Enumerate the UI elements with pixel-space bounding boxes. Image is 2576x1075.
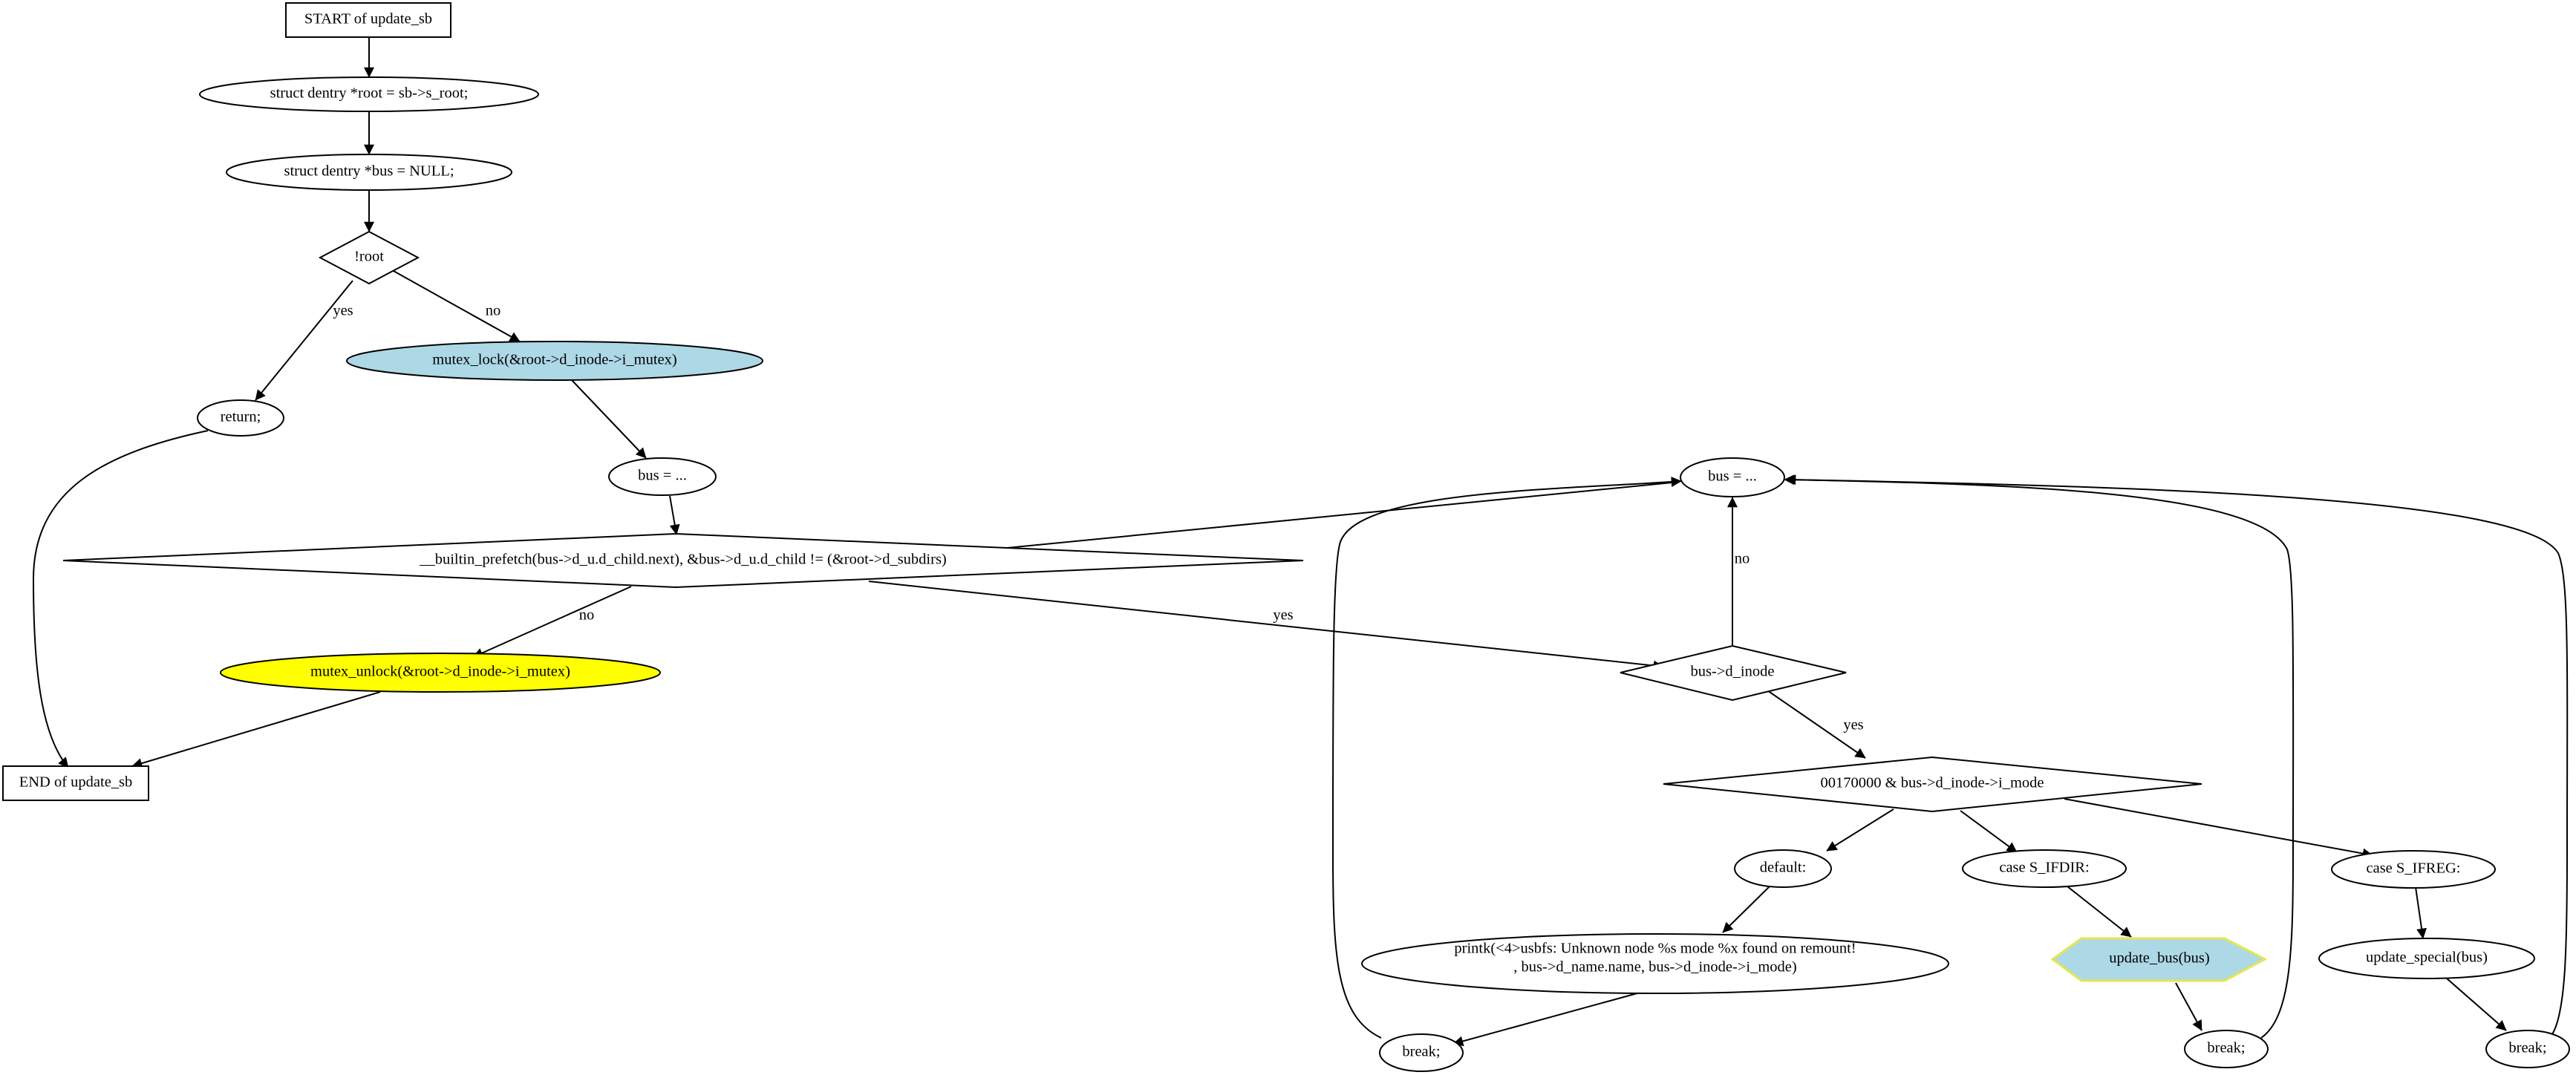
node-case-ifdir: case S_IFDIR: (1962, 849, 2127, 888)
node-update-bus: update_bus(bus) (2050, 937, 2268, 982)
node-printk-line2: , bus->d_name.name, bus->d_inode->i_mode… (1513, 959, 1796, 976)
node-case-ifdir-label: case S_IFDIR: (1999, 860, 2089, 876)
edge-mutex-lock-to-bus-assign (571, 379, 647, 459)
edge-ifreg-to-update-special (2415, 886, 2427, 939)
node-mutex-lock-label: mutex_lock(&root->d_inode->i_mutex) (432, 352, 676, 368)
node-default: default: (1734, 849, 1832, 888)
edge-label-loop-no: no (579, 607, 595, 624)
node-not-root-label: !root (354, 249, 384, 265)
node-loop-condition-label: __builtin_prefetch(bus->d_u.d_child.next… (419, 552, 947, 568)
node-return: return; (197, 399, 284, 437)
node-break-1-label: break; (1402, 1044, 1440, 1060)
node-bus-inode-label: bus->d_inode (1691, 664, 1775, 680)
edge-switch-to-default (1826, 808, 1894, 852)
node-root-assign-label: struct dentry *root = sb->s_root; (270, 85, 469, 102)
node-bus-inode-decision: bus->d_inode (1620, 644, 1847, 702)
node-printk: printk(<4>usbfs: Unknown node %s mode %x… (1361, 933, 1949, 994)
node-end: END of update_sb (2, 765, 149, 801)
node-root-assign: struct dentry *root = sb->s_root; (199, 76, 539, 112)
edge-ifdir-to-update-bus (2067, 886, 2132, 938)
edge-not-root-no (393, 270, 521, 342)
node-break-1: break; (1379, 1033, 1464, 1072)
node-bus-assign-1: bus = ... (608, 457, 717, 496)
edge-return-to-end (32, 430, 209, 768)
edge-break1-to-bus-assign2 (1331, 476, 1682, 1039)
edge-label-root-no: no (486, 303, 501, 319)
edge-default-to-printk (1722, 886, 1770, 933)
node-switch-mode-label: 00170000 & bus->d_inode->i_mode (1821, 775, 2044, 791)
node-bus-assign-2: bus = ... (1680, 457, 1785, 497)
edge-update-bus-to-break2 (2175, 982, 2202, 1031)
node-switch-mode-decision: 00170000 & bus->d_inode->i_mode (1663, 756, 2202, 813)
edge-break3-to-bus-assign2 (1784, 474, 2569, 1037)
node-break-2: break; (2184, 1030, 2269, 1068)
edge-mutex-unlock-to-end (131, 691, 381, 768)
edge-break2-to-bus-assign2 (1785, 474, 2295, 1039)
node-not-root-decision: !root (318, 230, 420, 285)
node-bus-null-label: struct dentry *bus = NULL; (284, 163, 454, 180)
edge-loop-yes (868, 581, 1664, 671)
node-return-label: return; (221, 409, 261, 425)
edge-label-inode-yes: yes (1843, 717, 1863, 733)
edge-bus-assign-to-loop-cond (669, 495, 680, 535)
edge-labels: yes no no yes no yes (333, 303, 1863, 733)
edge-bus-assign2-to-loop-cond (893, 481, 1680, 563)
edges (32, 37, 2569, 1047)
node-break-3-label: break; (2508, 1040, 2546, 1056)
node-bus-assign-2-label: bus = ... (1708, 468, 1757, 485)
edge-not-root-yes (255, 280, 353, 401)
edge-update-special-to-break3 (2446, 978, 2507, 1031)
edge-inode-yes (1767, 690, 1866, 759)
node-break-2-label: break; (2207, 1040, 2245, 1056)
node-printk-line1: printk(<4>usbfs: Unknown node %s mode %x… (1454, 941, 1856, 957)
edge-loop-no (472, 586, 632, 658)
node-mutex-unlock: mutex_unlock(&root->d_inode->i_mutex) (220, 653, 661, 693)
edge-label-loop-yes: yes (1273, 607, 1293, 624)
node-start-label: START of update_sb (304, 11, 432, 27)
node-bus-null: struct dentry *bus = NULL; (226, 154, 512, 191)
node-start: START of update_sb (285, 2, 451, 38)
node-mutex-unlock-label: mutex_unlock(&root->d_inode->i_mutex) (310, 664, 570, 680)
node-break-3: break; (2485, 1030, 2570, 1068)
edge-printk-to-break1 (1452, 991, 1643, 1047)
node-update-bus-label: update_bus(bus) (2109, 950, 2210, 967)
edge-switch-to-ifdir (1960, 810, 2018, 853)
node-bus-assign-1-label: bus = ... (638, 468, 687, 484)
node-update-special-label: update_special(bus) (2366, 950, 2488, 966)
edge-switch-to-ifreg (2064, 798, 2373, 859)
edge-label-inode-no: no (1735, 551, 1750, 567)
node-case-ifreg: case S_IFREG: (2331, 850, 2496, 889)
node-case-ifreg-label: case S_IFREG: (2367, 860, 2461, 877)
node-loop-condition: __builtin_prefetch(bus->d_u.d_child.next… (62, 532, 1304, 589)
node-mutex-lock: mutex_lock(&root->d_inode->i_mutex) (346, 341, 763, 381)
node-end-label: END of update_sb (19, 774, 133, 791)
node-default-label: default: (1760, 860, 1807, 876)
node-update-special: update_special(bus) (2318, 938, 2535, 979)
edge-label-root-yes: yes (333, 303, 353, 319)
